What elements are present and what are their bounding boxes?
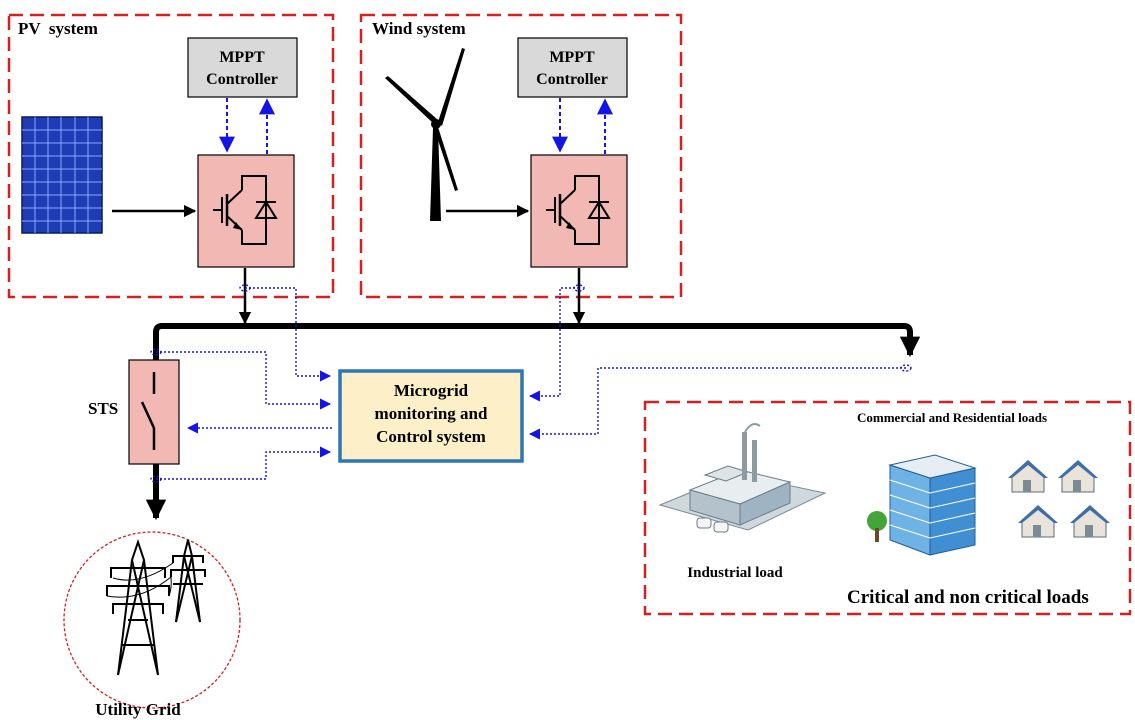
factory-icon	[658, 423, 827, 533]
pv-mppt-line1: MPPT	[219, 49, 265, 66]
wind-mppt-line2: Controller	[536, 71, 608, 88]
industrial-load-label: Industrial load	[687, 565, 783, 581]
solar-panel-icon	[21, 116, 103, 234]
office-building-icon	[867, 454, 977, 556]
utility-grid-label: Utility Grid	[95, 700, 181, 719]
pv-converter	[197, 154, 295, 268]
pv-system-title: PV system	[18, 19, 98, 38]
utility-grid-region	[63, 531, 241, 709]
control-line1: Microgrid	[394, 381, 469, 400]
loads-region	[643, 400, 1132, 616]
control-line2: monitoring and	[375, 404, 488, 423]
wind-mppt-line1: MPPT	[549, 49, 595, 66]
wind-mppt-controller	[517, 37, 628, 98]
sts-label: STS	[88, 399, 118, 418]
pv-mppt-line2: Controller	[206, 71, 278, 88]
wind-turbine-icon	[385, 48, 465, 221]
control-system-box	[338, 369, 524, 463]
pv-mppt-controller	[187, 37, 298, 98]
wind-converter	[530, 154, 628, 268]
switch-icon	[140, 372, 156, 450]
control-line3: Control system	[376, 427, 486, 446]
commercial-loads-label: Commercial and Residential loads	[857, 410, 1047, 425]
pv-system-region	[7, 13, 335, 299]
signal-lines	[150, 284, 912, 483]
wind-system-region	[359, 13, 683, 299]
wind-system-title: Wind system	[372, 19, 466, 38]
critical-loads-label: Critical and non critical loads	[847, 587, 1089, 608]
house-icon	[1008, 460, 1110, 538]
ac-bus	[153, 323, 921, 362]
transmission-tower-icon	[106, 538, 206, 676]
